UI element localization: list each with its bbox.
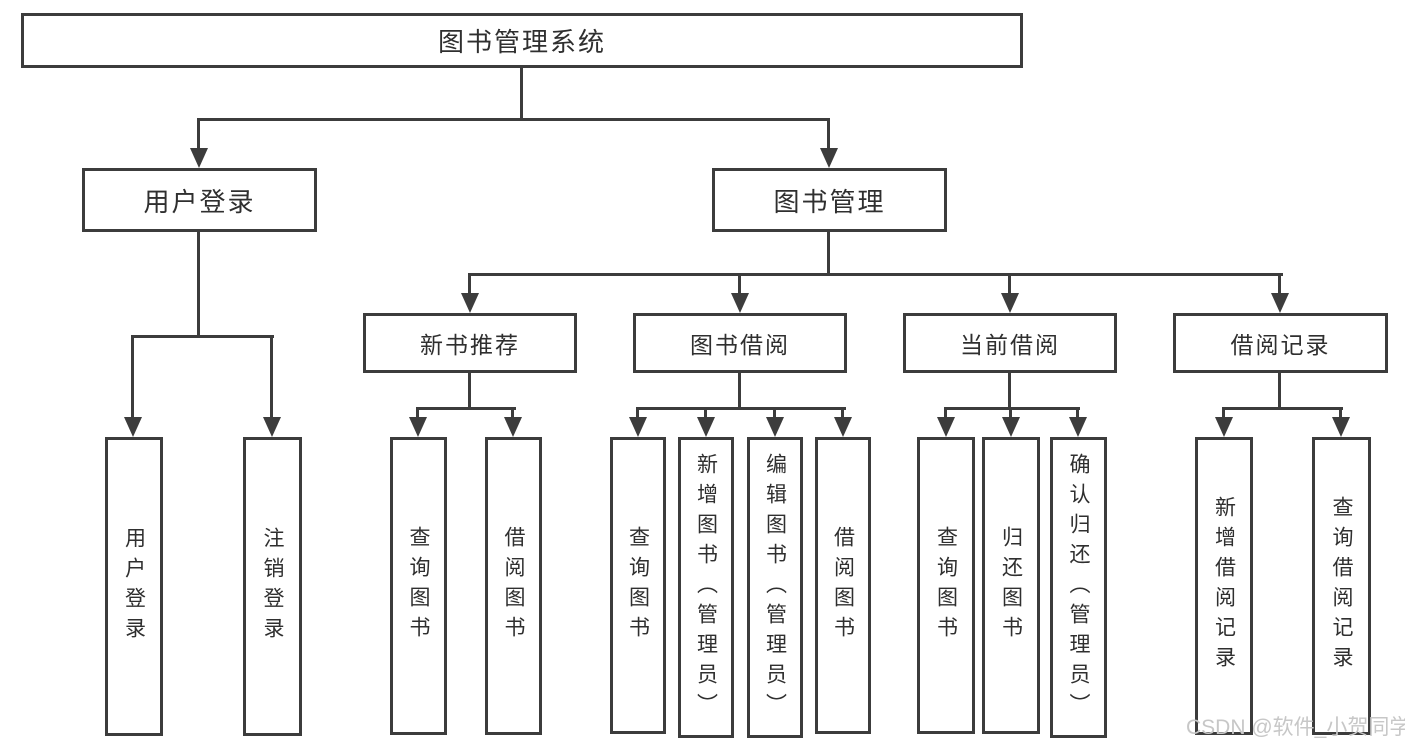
leaf-logout: 注销登录 xyxy=(243,437,302,736)
leaf-cb-return-books: 归还图书 xyxy=(982,437,1040,734)
node-book-borrowing: 图书借阅 xyxy=(633,313,847,373)
connector-to-rec-query xyxy=(416,410,419,420)
leaf-bb-add-books-label: 新增图书（管理员） xyxy=(694,452,718,723)
connector-to-cb-query xyxy=(944,410,947,420)
connector-book-borrowing-split xyxy=(636,407,846,410)
node-library-system-label: 图书管理系统 xyxy=(437,27,606,57)
connector-new-book-stem xyxy=(468,373,471,410)
leaf-bb-query-books: 查询图书 xyxy=(610,437,666,734)
leaf-bb-borrow-books-label: 借阅图书 xyxy=(831,525,855,646)
connector-book-management-stem xyxy=(827,232,830,276)
node-new-book-recommend: 新书推荐 xyxy=(363,313,577,373)
connector-to-leaf-logout xyxy=(270,335,273,421)
leaf-rec-borrow-books-label: 借阅图书 xyxy=(502,526,525,646)
connector-to-bb-add xyxy=(704,410,707,420)
arrowhead-down-icon xyxy=(263,417,281,437)
connector-to-leaf-user-login xyxy=(131,335,134,421)
arrowhead-down-icon xyxy=(697,417,715,437)
connector-root-stem xyxy=(520,68,523,118)
leaf-br-query-record-label: 查询借阅记录 xyxy=(1330,496,1353,676)
connector-borrowing-records-split xyxy=(1222,407,1343,410)
node-borrowing-records: 借阅记录 xyxy=(1173,313,1388,373)
leaf-cb-return-books-label: 归还图书 xyxy=(999,525,1023,646)
arrowhead-down-icon xyxy=(1002,417,1020,437)
arrowhead-down-icon xyxy=(409,417,427,437)
connector-to-borrowing-records xyxy=(1278,276,1281,298)
connector-to-bb-borrow xyxy=(841,410,844,420)
leaf-logout-label: 注销登录 xyxy=(261,526,284,647)
arrowhead-down-icon xyxy=(504,417,522,437)
connector-to-cb-return xyxy=(1009,410,1012,420)
arrowhead-down-icon xyxy=(1215,417,1233,437)
leaf-bb-query-books-label: 查询图书 xyxy=(626,525,650,646)
node-book-management: 图书管理 xyxy=(712,168,947,232)
connector-to-bb-edit xyxy=(773,410,776,420)
connector-to-cb-confirm xyxy=(1076,410,1079,420)
leaf-user-login: 用户登录 xyxy=(105,437,163,736)
node-library-system: 图书管理系统 xyxy=(21,13,1023,68)
leaf-user-login-label: 用户登录 xyxy=(122,526,146,647)
connector-to-new-book-recommend xyxy=(468,276,471,298)
connector-current-borrowing-stem xyxy=(1008,373,1011,410)
arrowhead-down-icon xyxy=(1069,417,1087,437)
arrowhead-down-icon xyxy=(1271,293,1289,313)
arrowhead-down-icon xyxy=(190,148,208,168)
connector-current-borrowing-split xyxy=(944,407,1080,410)
arrowhead-down-icon xyxy=(1001,293,1019,313)
leaf-br-query-record: 查询借阅记录 xyxy=(1312,437,1371,735)
arrowhead-down-icon xyxy=(766,417,784,437)
csdn-watermark: CSDN @软件_小贺同学 xyxy=(1186,716,1405,739)
leaf-bb-add-books: 新增图书（管理员） xyxy=(678,437,734,738)
node-current-borrowing: 当前借阅 xyxy=(903,313,1117,373)
leaf-rec-borrow-books: 借阅图书 xyxy=(485,437,542,735)
node-user-login-label: 用户登录 xyxy=(143,186,256,217)
node-book-management-label: 图书管理 xyxy=(773,186,886,217)
arrowhead-down-icon xyxy=(461,293,479,313)
connector-new-book-split xyxy=(416,407,516,410)
connector-to-book-management xyxy=(827,118,830,154)
connector-to-current-borrowing xyxy=(1008,276,1011,298)
node-book-borrowing-label: 图书借阅 xyxy=(690,332,790,358)
connector-to-book-borrowing xyxy=(738,276,741,298)
arrowhead-down-icon xyxy=(629,417,647,437)
connector-level3-split xyxy=(468,273,1283,276)
connector-user-login-split xyxy=(131,335,274,338)
leaf-cb-confirm-return: 确认归还（管理员） xyxy=(1050,437,1107,738)
connector-book-borrowing-stem xyxy=(738,373,741,410)
arrowhead-down-icon xyxy=(1332,417,1350,437)
connector-user-login-stem xyxy=(197,232,200,335)
leaf-bb-edit-books: 编辑图书（管理员） xyxy=(747,437,803,738)
arrowhead-down-icon xyxy=(731,293,749,313)
arrowhead-down-icon xyxy=(834,417,852,437)
connector-to-br-add xyxy=(1222,410,1225,420)
node-user-login: 用户登录 xyxy=(82,168,317,232)
node-borrowing-records-label: 借阅记录 xyxy=(1230,332,1331,358)
leaf-rec-query-books-label: 查询图书 xyxy=(407,526,430,646)
leaf-bb-borrow-books: 借阅图书 xyxy=(815,437,871,734)
leaf-cb-confirm-return-label: 确认归还（管理员） xyxy=(1067,452,1090,723)
leaf-br-add-record-label: 新增借阅记录 xyxy=(1212,496,1236,676)
connector-borrowing-records-stem xyxy=(1278,373,1281,410)
connector-to-bb-query xyxy=(636,410,639,420)
leaf-rec-query-books: 查询图书 xyxy=(390,437,447,735)
node-current-borrowing-label: 当前借阅 xyxy=(960,332,1060,358)
connector-to-rec-borrow xyxy=(511,410,514,420)
connector-level2-split xyxy=(197,118,830,121)
connector-to-br-query xyxy=(1339,410,1342,420)
leaf-br-add-record: 新增借阅记录 xyxy=(1195,437,1253,735)
connector-to-user-login xyxy=(197,118,200,154)
arrowhead-down-icon xyxy=(937,417,955,437)
leaf-cb-query-books-label: 查询图书 xyxy=(934,525,958,646)
arrowhead-down-icon xyxy=(124,417,142,437)
node-new-book-recommend-label: 新书推荐 xyxy=(420,332,520,358)
leaf-bb-edit-books-label: 编辑图书（管理员） xyxy=(763,452,787,723)
leaf-cb-query-books: 查询图书 xyxy=(917,437,975,734)
arrowhead-down-icon xyxy=(820,148,838,168)
